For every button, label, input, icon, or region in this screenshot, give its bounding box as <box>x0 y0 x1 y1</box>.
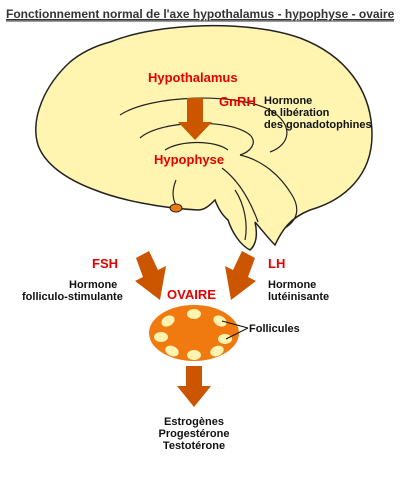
pituitary-stalk <box>172 179 177 206</box>
follicle-3 <box>213 315 227 327</box>
gnrh-desc-line-1: Hormone <box>264 95 312 107</box>
fsh-desc-line-2: folliculo-stimulante <box>22 291 123 303</box>
lh-label: LH <box>268 256 285 271</box>
follicle-pointer-2 <box>225 327 249 340</box>
follicle-6 <box>165 345 179 357</box>
brain-stem-fold-2 <box>221 167 259 223</box>
diagram-title: Fonctionnement normal de l'axe hypothala… <box>6 7 395 21</box>
brain-fold-core <box>164 141 229 151</box>
output-estrogenes: Estrogènes <box>164 416 224 428</box>
arrow-ovary-to-outputs <box>177 366 211 407</box>
fsh-label: FSH <box>92 256 118 271</box>
ovary-label: OVAIRE <box>167 287 216 302</box>
follicles-label: Follicules <box>249 323 300 335</box>
output-progesterone: Progestérone <box>159 428 230 440</box>
pituitary-gland <box>169 203 183 213</box>
brain-stem-fold-3 <box>234 189 247 241</box>
gnrh-desc-line-3: des gonadotophines <box>264 119 372 131</box>
brain-shape <box>35 24 373 251</box>
fsh-desc-line-1: Hormone <box>69 279 117 291</box>
output-testoterone: Testotérone <box>163 440 225 452</box>
lh-desc-line-2: lutéinisante <box>268 291 329 303</box>
follicle-8 <box>210 345 224 357</box>
gnrh-label: GnRH <box>219 94 256 109</box>
lh-desc-line-1: Hormone <box>268 279 316 291</box>
follicle-5 <box>218 334 232 344</box>
follicle-4 <box>154 332 168 342</box>
brain-fold-inner <box>139 122 254 156</box>
arrow-hypothalamus-to-hypophyse <box>178 98 212 140</box>
arrow-fsh <box>135 251 166 300</box>
brain-fold-outer <box>119 97 288 153</box>
brain-stem-fold <box>239 154 298 229</box>
gnrh-desc-line-2: de libération <box>264 107 330 119</box>
follicle-7 <box>187 350 201 360</box>
follicle-pointer-1 <box>221 320 249 329</box>
arrow-lh <box>225 251 256 300</box>
hypophyse-label: Hypophyse <box>154 152 224 167</box>
follicle-1 <box>161 315 175 327</box>
follicle-2 <box>187 309 201 319</box>
hypothalamus-label: Hypothalamus <box>148 70 238 85</box>
